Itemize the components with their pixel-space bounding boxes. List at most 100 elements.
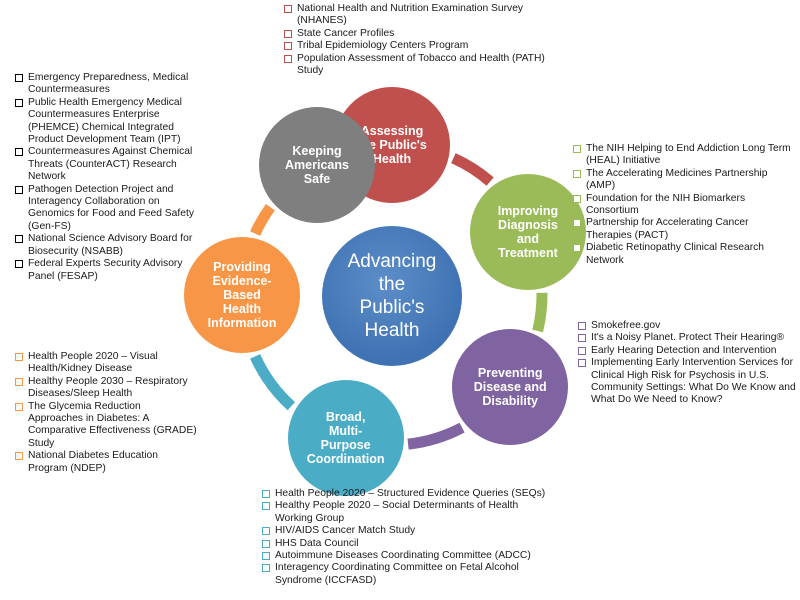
list-item-text: National Science Advisory Board for Bios… [28, 233, 193, 257]
list-item-text: The Glycemia Reduction Approaches in Dia… [28, 400, 197, 449]
list-item-text: It's a Noisy Planet. Protect Their Heari… [591, 332, 785, 344]
list-item: Healthy People 2030 – Respiratory Diseas… [15, 376, 197, 401]
list-item-text: State Cancer Profiles [297, 27, 395, 39]
ring-arc-providing [250, 203, 275, 236]
node-keeping-americans-safe: Keeping Americans Safe [259, 107, 375, 224]
list-item: Early Hearing Detection and Intervention [578, 345, 800, 357]
list-item-text: Healthy People 2020 – Social Determinant… [275, 500, 519, 524]
list-item: State Cancer Profiles [284, 28, 554, 40]
list-item-text: Smokefree.gov [591, 320, 661, 331]
list-item-text: Healthy People 2030 – Respiratory Diseas… [28, 375, 188, 400]
list-item: HIV/AIDS Cancer Match Study [262, 525, 552, 537]
list-item: It's a Noisy Planet. Protect Their Heari… [578, 332, 800, 344]
list-item: The NIH Helping to End Addiction Long Te… [573, 143, 795, 168]
list-item-text: Population Assessment of Tobacco and Hea… [297, 52, 545, 77]
list-item-text: Autoimmune Diseases Coordinating Committ… [275, 550, 531, 562]
list-item: National Health and Nutrition Examinatio… [284, 3, 554, 28]
checkbox-bullet-icon [284, 54, 292, 63]
list-item: Tribal Epidemiology Centers Program [284, 40, 554, 52]
list-item-text: Early Hearing Detection and Intervention [591, 344, 777, 356]
checkbox-bullet-icon [262, 539, 270, 548]
list-item-text: Foundation for the NIH Biomarkers Consor… [586, 192, 746, 217]
list-item-text: Implementing Early Intervention Services… [591, 357, 796, 406]
checkbox-bullet-icon [15, 402, 23, 411]
list-item-text: Health People 2020 – Visual Health/Kidne… [28, 351, 158, 375]
checkbox-bullet-icon [578, 359, 586, 368]
checkbox-bullet-icon [262, 502, 270, 511]
checkbox-bullet-icon [15, 98, 23, 107]
list-item-text: Pathogen Detection Project and Interagen… [28, 183, 194, 232]
list-item: The Glycemia Reduction Approaches in Dia… [15, 401, 197, 451]
list-keeping: Emergency Preparedness, Medical Counterm… [15, 72, 205, 283]
list-item-text: Public Health Emergency Medical Counterm… [28, 96, 182, 146]
checkbox-bullet-icon [573, 219, 581, 228]
center-circle: Advancing the Public's Health [322, 226, 462, 366]
list-item-text: Countermeasures Against Chemical Threats… [28, 146, 193, 183]
list-item: HHS Data Council [262, 538, 552, 550]
checkbox-bullet-icon [15, 185, 23, 194]
checkbox-bullet-icon [284, 5, 292, 13]
list-item: Emergency Preparedness, Medical Counterm… [15, 72, 205, 97]
checkbox-bullet-icon [578, 334, 586, 343]
checkbox-bullet-icon [15, 260, 23, 269]
list-item: Healthy People 2020 – Social Determinant… [262, 500, 552, 525]
list-item-text: Health People 2020 – Structured Evidence… [275, 488, 546, 499]
checkbox-bullet-icon [573, 145, 581, 153]
checkbox-bullet-icon [284, 42, 292, 51]
list-item-text: Tribal Epidemiology Centers Program [297, 40, 469, 52]
list-item-text: Partnership for Accelerating Cancer Ther… [586, 217, 749, 241]
list-item-text: HHS Data Council [275, 537, 359, 549]
list-item: The Accelerating Medicines Partnership (… [573, 168, 795, 193]
node-broad-multipurpose-coordination: Broad, Multi- Purpose Coordination [287, 379, 404, 496]
list-item: Countermeasures Against Chemical Threats… [15, 146, 205, 183]
list-item-text: Emergency Preparedness, Medical Counterm… [28, 72, 189, 96]
list-item: Diabetic Retinopathy Clinical Research N… [573, 242, 795, 267]
ring-arc-preventing [407, 422, 465, 450]
list-item-text: The Accelerating Medicines Partnership (… [586, 167, 768, 192]
list-item-text: HIV/AIDS Cancer Match Study [275, 525, 416, 537]
checkbox-bullet-icon [578, 322, 586, 330]
list-item: Pathogen Detection Project and Interagen… [15, 184, 205, 234]
list-item: Foundation for the NIH Biomarkers Consor… [573, 193, 795, 218]
list-item-text: Diabetic Retinopathy Clinical Research N… [586, 242, 764, 266]
ring-arc-improving [532, 292, 548, 333]
node-improving-diagnosis-treatment: Improving Diagnosis and Treatment [469, 173, 586, 290]
checkbox-bullet-icon [578, 346, 586, 355]
checkbox-bullet-icon [15, 148, 23, 157]
list-item: Smokefree.gov [578, 320, 800, 332]
list-item: Health People 2020 – Visual Health/Kidne… [15, 351, 197, 376]
list-item: Population Assessment of Tobacco and Hea… [284, 53, 554, 78]
list-item-text: National Diabetes Education Program (NDE… [28, 450, 158, 474]
list-item: Implementing Early Intervention Services… [578, 357, 800, 407]
list-item-text: National Health and Nutrition Examinatio… [297, 3, 524, 27]
checkbox-bullet-icon [262, 527, 270, 536]
node-preventing-disease-disability: Preventing Disease and Disability [452, 329, 569, 446]
list-item: Autoimmune Diseases Coordinating Committ… [262, 550, 552, 562]
checkbox-bullet-icon [15, 353, 23, 361]
list-item: Federal Experts Security Advisory Panel … [15, 258, 205, 283]
list-improving: The NIH Helping to End Addiction Long Te… [573, 143, 795, 267]
list-assessing: National Health and Nutrition Examinatio… [284, 3, 554, 77]
checkbox-bullet-icon [573, 169, 581, 178]
list-item-text: The NIH Helping to End Addiction Long Te… [586, 143, 791, 167]
node-providing-health-information: Providing Evidence- Based Health Informa… [184, 237, 300, 353]
list-providing: Health People 2020 – Visual Health/Kidne… [15, 351, 197, 475]
checkbox-bullet-icon [15, 74, 23, 82]
checkbox-bullet-icon [15, 452, 23, 461]
checkbox-bullet-icon [15, 377, 23, 386]
list-item: National Science Advisory Board for Bios… [15, 233, 205, 258]
checkbox-bullet-icon [284, 29, 292, 38]
checkbox-bullet-icon [15, 235, 23, 244]
list-broad: Health People 2020 – Structured Evidence… [262, 488, 552, 587]
list-item: Health People 2020 – Structured Evidence… [262, 488, 552, 500]
checkbox-bullet-icon [262, 564, 270, 573]
ring-arc-assessing [451, 153, 494, 186]
list-item-text: Federal Experts Security Advisory Panel … [28, 258, 183, 282]
ring-arc-broad [250, 354, 296, 411]
checkbox-bullet-icon [573, 244, 581, 253]
list-item-text: Interagency Coordinating Committee on Fe… [275, 562, 519, 586]
checkbox-bullet-icon [262, 552, 270, 561]
list-item: Public Health Emergency Medical Counterm… [15, 97, 205, 147]
list-item: Interagency Coordinating Committee on Fe… [262, 562, 552, 587]
